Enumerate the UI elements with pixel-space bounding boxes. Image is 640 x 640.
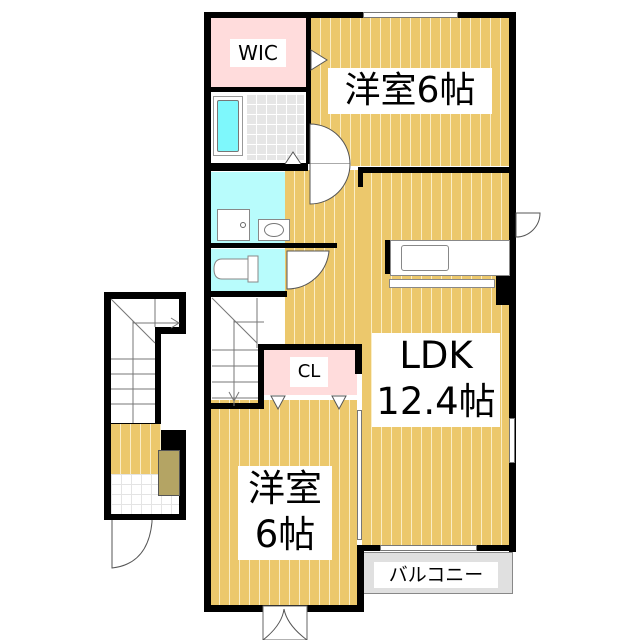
- wall: [509, 12, 516, 552]
- bathtub-icon: [213, 96, 243, 156]
- entrance-door-icon: [111, 520, 153, 569]
- door-swing-icon: [309, 123, 351, 205]
- wic-label: WIC: [230, 39, 286, 67]
- wall: [496, 275, 510, 305]
- window: [363, 12, 458, 18]
- kitchen-sink-icon: [401, 245, 449, 271]
- notch: [161, 334, 187, 430]
- staircase-icon: [110, 298, 180, 423]
- wall: [385, 240, 391, 274]
- western-room-south-label: 洋室 6帖: [238, 466, 332, 560]
- door-swing-icon: [310, 49, 328, 71]
- wall: [306, 12, 311, 164]
- western-room-south-label-line2: 6帖: [254, 513, 316, 556]
- wall: [358, 167, 363, 187]
- toilet-icon: [213, 255, 259, 283]
- wall: [204, 87, 308, 92]
- wall: [258, 344, 264, 408]
- window: [380, 545, 477, 551]
- balcony-label: バルコニー: [374, 562, 498, 588]
- door-swing-icon: [284, 151, 302, 165]
- entrance-door-icon: [262, 605, 308, 640]
- shoe-cabinet: [158, 450, 180, 496]
- window: [509, 418, 515, 463]
- stair-area-lower: [155, 299, 179, 327]
- wall: [204, 291, 287, 297]
- wall: [355, 344, 362, 374]
- washing-machine-icon: [217, 209, 250, 241]
- window: [357, 410, 362, 540]
- western-room-north-label: 洋室6帖: [328, 68, 492, 114]
- ldk-label: LDK 12.4帖: [372, 333, 500, 427]
- wall: [204, 12, 211, 612]
- wall: [358, 167, 516, 173]
- wall: [357, 545, 364, 612]
- ldk-label-line1: LDK: [399, 334, 473, 377]
- stair-area: [212, 298, 264, 408]
- wall: [204, 12, 516, 18]
- ldk-label-line2: 12.4帖: [376, 380, 496, 423]
- landing-floor: [111, 424, 161, 474]
- wall: [204, 243, 337, 248]
- bathroom-tile: [246, 94, 304, 160]
- closet-label: CL: [290, 357, 328, 387]
- kitchen-shelf: [389, 279, 495, 288]
- closet-door-icon: [270, 395, 347, 411]
- sink-icon: [258, 219, 290, 241]
- wall: [204, 163, 308, 171]
- western-room-south-label-line1: 洋室: [248, 467, 322, 510]
- wall: [258, 344, 362, 350]
- staircase-icon: [211, 297, 264, 406]
- door-swing-icon: [515, 212, 541, 238]
- door-swing-icon: [286, 250, 330, 290]
- kitchen-counter: [390, 240, 510, 276]
